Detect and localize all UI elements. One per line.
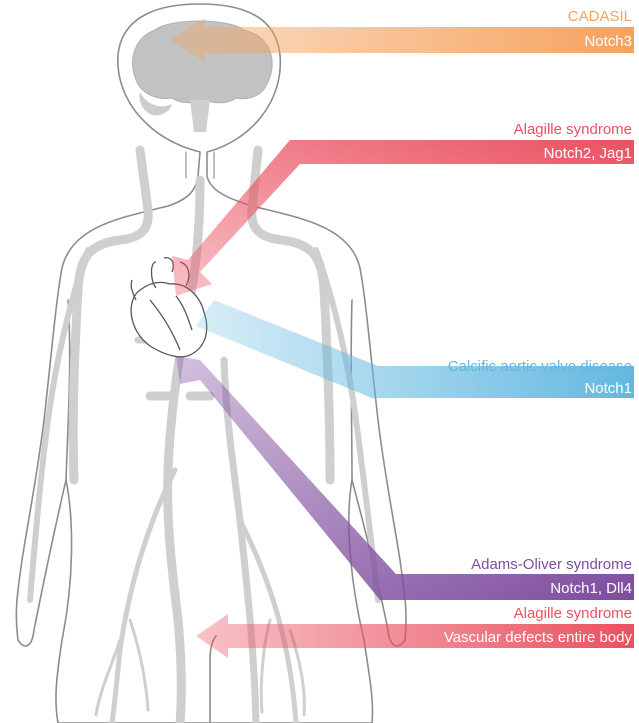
gene-label-alagille-heart: Notch2, Jag1	[544, 145, 632, 162]
annotation-labels: CADASIL Notch3 Alagille syndrome Notch2,…	[444, 8, 633, 646]
disease-label-adams-oliver: Adams-Oliver syndrome	[471, 556, 632, 573]
disease-label-alagille-heart: Alagille syndrome	[514, 121, 632, 138]
gene-label-alagille-vascular: Vascular defects entire body	[444, 629, 633, 646]
gene-label-cadasil: Notch3	[584, 33, 632, 50]
disease-label-cadasil: CADASIL	[568, 8, 632, 25]
disease-label-alagille-vascular: Alagille syndrome	[514, 605, 632, 622]
disease-label-cavd: Calcific aortic valve disease	[448, 358, 632, 375]
gene-label-cavd: Notch1	[584, 380, 632, 397]
gene-label-adams-oliver: Notch1, Dll4	[550, 580, 632, 597]
